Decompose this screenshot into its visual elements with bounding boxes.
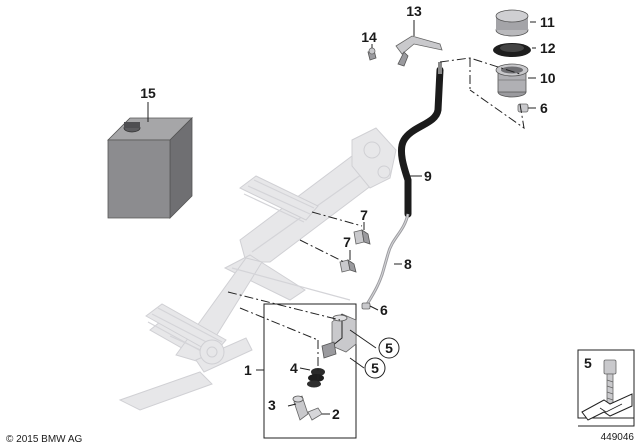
hose-clamp-part-6-lower: [361, 302, 371, 310]
clip-part-2: [307, 407, 323, 421]
oil-canister-part-15: [107, 117, 193, 219]
callout-15: 15: [140, 85, 156, 101]
callout-6-lower: 6: [380, 302, 388, 318]
copyright-text: © 2015 BMW AG: [6, 434, 83, 445]
callout-5-upper: 5: [385, 340, 393, 356]
callout-6-upper: 6: [540, 100, 548, 116]
leader-lines: [147, 20, 536, 415]
screw-icon: [603, 359, 617, 409]
legend-item-number: 5: [584, 355, 592, 371]
callout-circle-5a: [378, 337, 400, 359]
callout-13: 13: [406, 3, 422, 19]
callout-2: 2: [332, 406, 340, 422]
cylinder-body: [321, 313, 357, 359]
callout-7-lower: 7: [343, 234, 351, 250]
arrow-icon: [581, 393, 633, 421]
clip-part-7-upper: [353, 229, 371, 245]
push-rod-part-3: [292, 395, 309, 421]
callout-numbers: 14 13 11 12 10 6 15 9 7 7 8 6 5 5 4 3 2 …: [140, 3, 592, 422]
master-cylinder-assembly: [263, 303, 357, 439]
ghost-frame: [118, 127, 397, 411]
callout-10: 10: [540, 70, 556, 86]
boot-part-4: [307, 368, 325, 388]
callout-1: 1: [244, 362, 252, 378]
diaphragm-part-12: [493, 43, 531, 57]
reservoir-cap-part-11: [495, 9, 529, 37]
diagram-number: 449046: [601, 432, 635, 443]
callout-11: 11: [540, 14, 555, 30]
bracket-part-13: [395, 35, 443, 67]
screw-part-14: [367, 47, 377, 61]
clip-part-7-lower: [339, 259, 357, 273]
callout-circle-5b: [364, 357, 386, 379]
brake-line-part-8: [364, 213, 410, 307]
reservoir-part-10: [495, 63, 529, 98]
callout-12: 12: [540, 40, 556, 56]
callout-5-lower: 5: [371, 360, 379, 376]
legend-box: [577, 349, 635, 427]
hose-clamp-part-6-upper: [517, 103, 529, 113]
callout-7-upper: 7: [360, 207, 368, 223]
callout-8: 8: [404, 256, 412, 272]
callout-4: 4: [290, 360, 298, 376]
hose-part-9: [398, 62, 444, 218]
alignment-lines: [227, 57, 525, 380]
assembly-frame: [263, 303, 357, 439]
callout-3: 3: [268, 397, 276, 413]
callout-9: 9: [424, 168, 432, 184]
callout-14: 14: [361, 29, 377, 45]
